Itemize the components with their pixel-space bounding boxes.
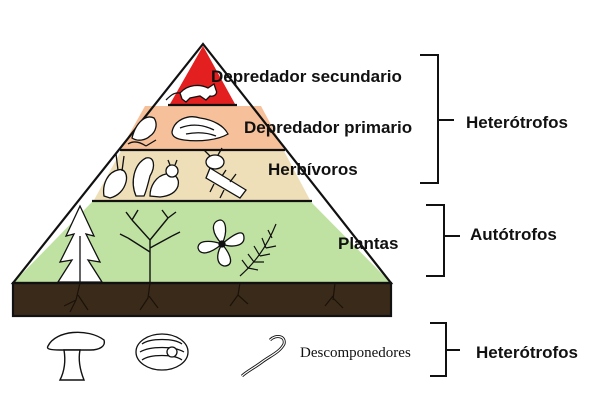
bracket-autotrophs	[426, 204, 460, 277]
bracket-heterotrophs-top	[420, 54, 454, 184]
mushroom-icon	[46, 331, 106, 381]
rabbit-icon	[102, 153, 128, 199]
group-label-heterotrophs-top: Heterótrofos	[466, 113, 568, 132]
flower-icon	[197, 219, 245, 267]
fox-icon	[165, 82, 218, 103]
soil-base	[13, 283, 391, 316]
decomposers-label: Descomponedores	[300, 345, 411, 361]
roots-icon	[63, 282, 344, 313]
fir-tree-icon	[56, 204, 104, 283]
worm-icon-inner	[241, 335, 285, 377]
beetle-icon	[203, 147, 247, 199]
squirrel-icon	[132, 157, 180, 198]
group-label-autotrophs: Autótrofos	[470, 225, 557, 244]
level-label-herbivores: Herbívoros	[268, 160, 358, 179]
bird-icon	[171, 116, 229, 142]
fern-icon	[239, 223, 277, 277]
pyramid-outline	[10, 42, 394, 318]
bare-tree-icon	[119, 209, 181, 282]
group-label-heterotrophs-bottom: Heterótrofos	[476, 343, 578, 362]
worm-icon	[240, 335, 286, 378]
frog-icon	[127, 116, 157, 147]
level-label-plants: Plantas	[338, 234, 398, 253]
bracket-heterotrophs-bottom	[430, 322, 460, 377]
level-label-secondary-predator: Depredador secundario	[211, 67, 402, 86]
level-label-primary-predator: Depredador primario	[244, 118, 412, 137]
pillbug-icon	[135, 333, 189, 371]
